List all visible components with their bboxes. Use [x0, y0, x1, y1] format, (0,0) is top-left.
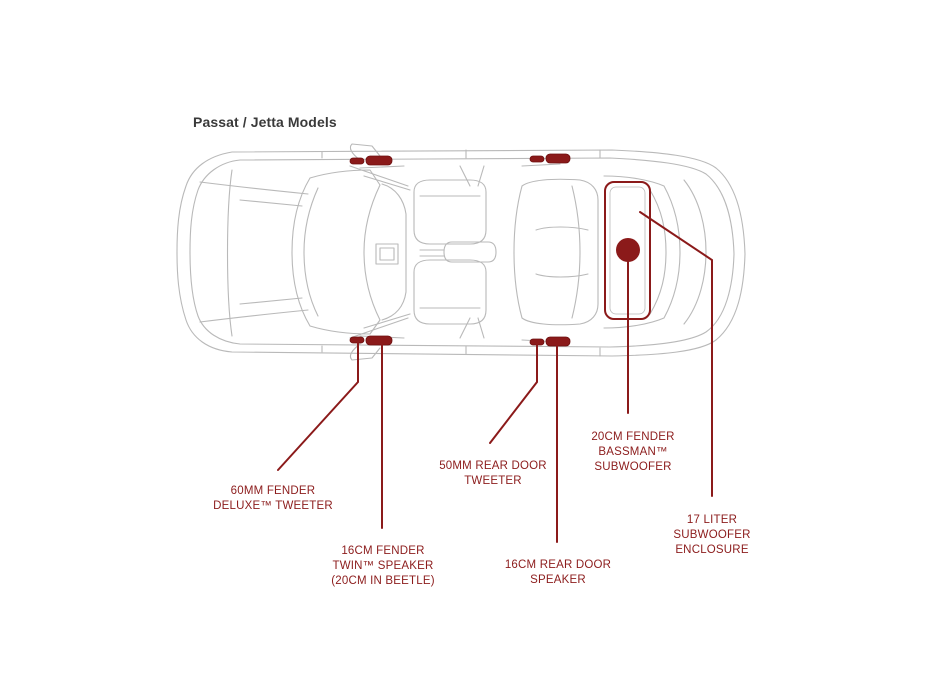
label-20cm-subwoofer: 20CM FENDER BASSMAN™ SUBWOOFER	[591, 431, 675, 473]
label-16cm-rear-speaker: 16CM REAR DOOR SPEAKER	[504, 559, 612, 586]
speaker-components	[349, 153, 571, 347]
front-speaker-16cm	[365, 335, 393, 346]
label-17l-enclosure: 17 LITER SUBWOOFER ENCLOSURE	[673, 514, 751, 556]
label-50mm-rear-tweeter: 50MM REAR DOOR TWEETER	[439, 460, 547, 487]
rear-left-tweeter-top	[529, 155, 545, 163]
front-left-speaker-top	[365, 155, 393, 166]
label-60mm-tweeter: 60MM FENDER DELUXE™ TWEETER	[213, 485, 333, 512]
subwoofer-driver	[616, 238, 640, 262]
leader-lines	[277, 211, 713, 543]
leader-tweeter-60mm	[277, 342, 359, 471]
page-title: Passat / Jetta Models	[193, 114, 337, 130]
rear-left-speaker-top	[545, 153, 571, 164]
front-tweeter-60mm	[349, 336, 365, 344]
front-left-tweeter-top	[349, 157, 365, 165]
rear-speaker-16cm	[545, 336, 571, 347]
leader-tweeter-50mm	[489, 344, 538, 444]
car-outline	[176, 143, 746, 361]
label-16cm-front-speaker: 16CM FENDER TWIN™ SPEAKER (20CM IN BEETL…	[331, 545, 435, 587]
leader-enclosure	[639, 211, 713, 497]
